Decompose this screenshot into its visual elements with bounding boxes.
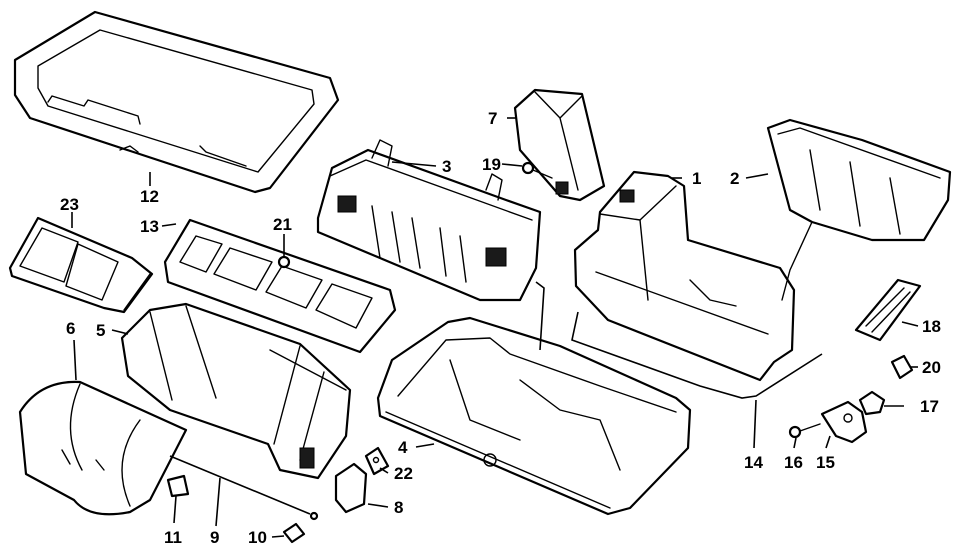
part-21-clip bbox=[277, 255, 291, 269]
callout-5: 5 bbox=[96, 321, 105, 340]
callout-7: 7 bbox=[488, 109, 497, 128]
callout-17: 17 bbox=[920, 397, 939, 416]
part-3-housing-bracket bbox=[316, 139, 542, 302]
callout-19-label: 19 bbox=[482, 155, 501, 174]
part-11-clip bbox=[166, 474, 190, 498]
callout-15: 15 bbox=[816, 453, 835, 472]
part-20-clip bbox=[890, 354, 914, 380]
part-15-lever bbox=[820, 400, 868, 444]
part-7-duct bbox=[513, 88, 606, 202]
part-16-screw bbox=[788, 423, 821, 439]
callout-16: 16 bbox=[784, 453, 803, 472]
part-14-rod bbox=[571, 311, 823, 399]
part-19-screw bbox=[521, 161, 553, 179]
callout-18: 18 bbox=[922, 317, 941, 336]
part-8-block bbox=[334, 462, 368, 514]
callout-8: 8 bbox=[394, 498, 403, 517]
callouts: 1 2 3 4 5 6 7 8 9 10 11 12 13 14 15 16 1… bbox=[60, 109, 941, 547]
part-12-frame bbox=[13, 10, 340, 194]
callout-20: 20 bbox=[922, 358, 941, 377]
part-1-center-housing bbox=[573, 170, 796, 382]
callout-9: 9 bbox=[210, 528, 219, 547]
callout-22: 22 bbox=[394, 464, 413, 483]
part-18-vent-strip bbox=[854, 278, 922, 342]
callout-11: 11 bbox=[164, 528, 182, 547]
part-13-seal-frame bbox=[163, 218, 397, 354]
callout-2: 2 bbox=[730, 169, 739, 188]
part-5-fan-housing bbox=[120, 302, 352, 480]
part-10-clip bbox=[282, 522, 306, 544]
part-4-lower-housing bbox=[376, 281, 692, 516]
part-6-blower-cover bbox=[18, 380, 188, 516]
callout-3: 3 bbox=[442, 157, 451, 176]
callout-1: 1 bbox=[692, 169, 701, 188]
part-2-upper-housing bbox=[766, 118, 952, 301]
part-22-plate bbox=[364, 446, 390, 476]
callout-10: 10 bbox=[248, 528, 267, 547]
callout-14: 14 bbox=[744, 453, 763, 472]
callout-12: 12 bbox=[140, 187, 159, 206]
part-9-cable bbox=[169, 455, 319, 521]
callout-21: 21 bbox=[273, 215, 292, 234]
callout-23: 23 bbox=[60, 195, 79, 214]
part-23-filter bbox=[8, 216, 154, 314]
callout-13: 13 bbox=[140, 217, 159, 236]
leader-lines bbox=[71, 117, 919, 538]
part-17-bracket bbox=[858, 390, 886, 416]
callout-4: 4 bbox=[398, 438, 408, 457]
callout-6: 6 bbox=[66, 319, 75, 338]
